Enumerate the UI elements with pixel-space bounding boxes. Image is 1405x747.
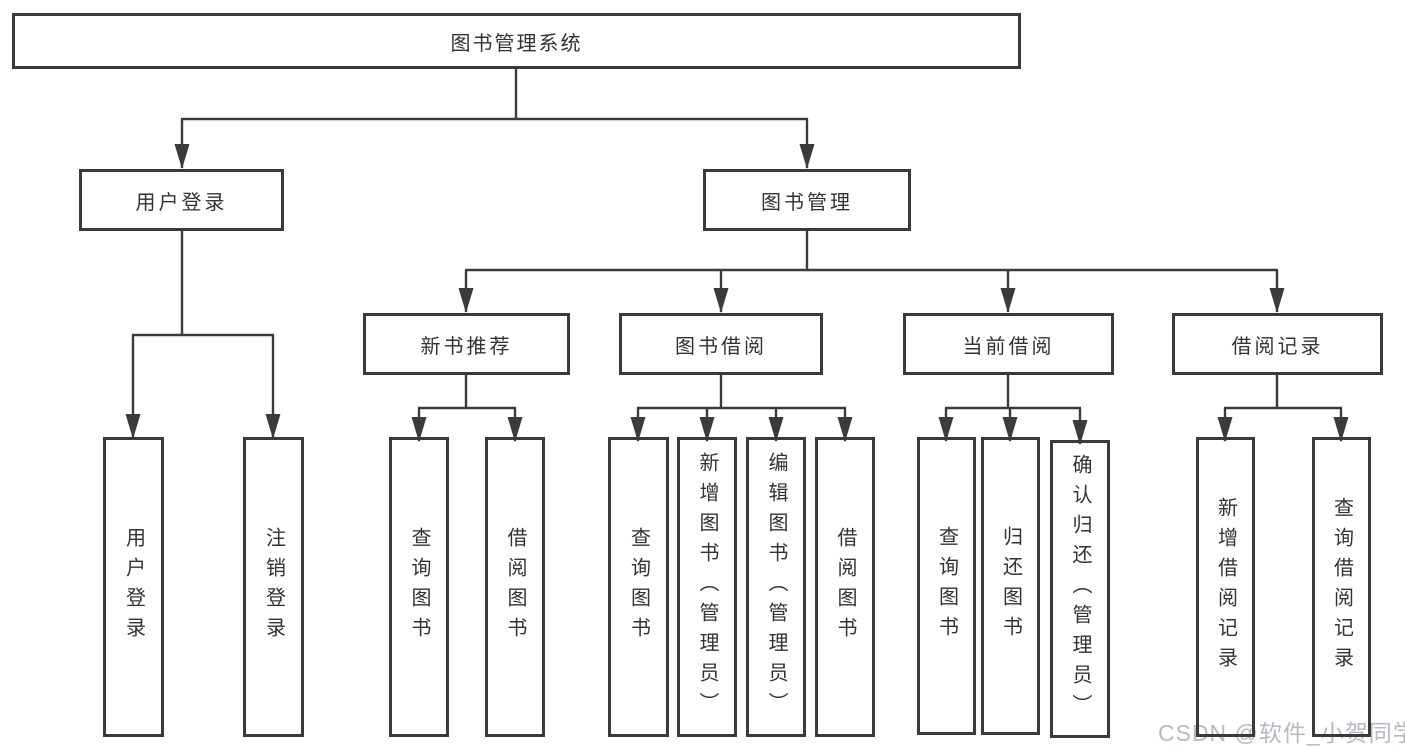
leaf-query-books-recommend: 查询图书 [389,437,449,737]
leaf-query-books-current: 查询图书 [917,437,976,735]
leaf-confirm-return-admin: 确认归还（管理员） [1050,440,1110,738]
leaf-add-books-admin: 新增图书（管理员） [677,437,737,737]
node-label: 查询图书 [627,527,650,647]
node-label: 编辑图书（管理员） [765,452,787,722]
node-current-borrowing: 当前借阅 [903,313,1114,375]
node-label: 借阅记录 [1231,335,1324,358]
node-book-management: 图书管理 [703,169,911,231]
node-label: 图书借阅 [675,335,767,358]
leaf-query-borrow-record: 查询借阅记录 [1312,437,1371,737]
leaf-add-borrow-record: 新增借阅记录 [1196,437,1255,737]
leaf-return-books: 归还图书 [981,437,1040,735]
node-label: 用户登录 [122,527,145,647]
node-new-book-recommend: 新书推荐 [363,313,570,375]
leaf-borrow-books-borrowing: 借阅图书 [815,437,875,737]
connector-root-to-level2 [174,69,815,169]
connector-user-login-to-leaves [125,231,281,439]
leaf-edit-books-admin: 编辑图书（管理员） [746,437,806,737]
node-label: 归还图书 [999,526,1022,646]
node-label: 借阅图书 [834,527,856,647]
leaf-borrow-books-recommend: 借阅图书 [485,437,545,737]
leaf-user-login: 用户登录 [103,437,164,737]
node-label: 确认归还（管理员） [1069,454,1091,724]
connector-book-mgmt-to-level3 [458,231,1285,313]
node-label: 查询图书 [935,526,958,646]
node-label: 查询借阅记录 [1330,497,1353,677]
node-label: 新书推荐 [420,335,513,358]
node-label: 新增借阅记录 [1214,497,1237,677]
node-label: 用户登录 [135,191,228,214]
node-borrowing-records: 借阅记录 [1172,313,1383,375]
leaf-logout: 注销登录 [243,437,304,737]
node-label: 图书管理 [761,191,853,214]
node-book-borrowing: 图书借阅 [619,313,823,375]
node-user-login: 用户登录 [79,169,284,231]
connector-borrow-record-to-leaves [1217,375,1349,442]
node-library-management-system: 图书管理系统 [12,13,1021,69]
node-label: 查询图书 [408,527,430,647]
node-label: 注销登录 [262,527,285,647]
connector-new-book-rec-to-leaves [411,375,523,442]
node-label: 图书管理系统 [450,32,583,55]
node-label: 借阅图书 [504,527,526,647]
connector-current-borrow-to-leaves [938,375,1088,445]
node-label: 当前借阅 [962,335,1055,358]
node-label: 新增图书（管理员） [696,452,718,722]
connector-book-borrow-to-leaves [630,375,853,442]
csdn-watermark: CSDN @软件_小贺同学 [1158,720,1405,746]
leaf-query-books-borrowing: 查询图书 [608,437,669,737]
